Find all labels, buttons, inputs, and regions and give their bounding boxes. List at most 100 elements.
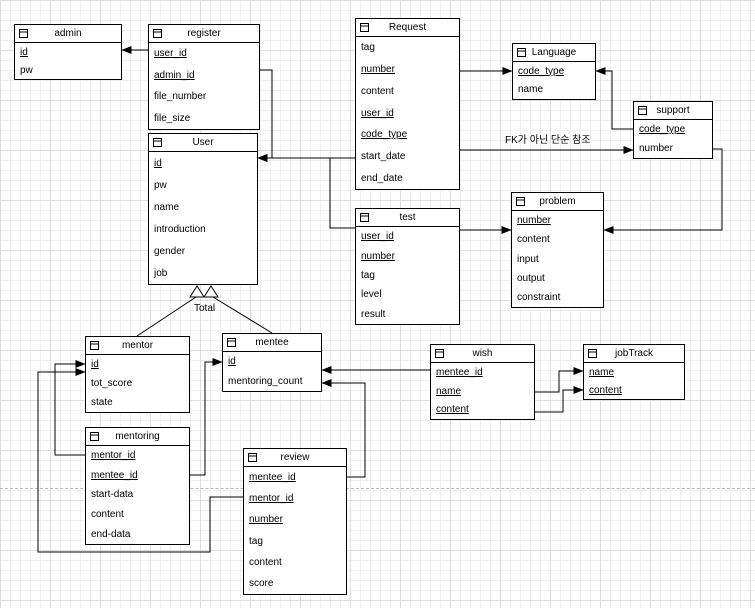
entity-User[interactable]: User id pw name introduction gender job: [148, 133, 258, 285]
annotation-fk-note[interactable]: FK가 아닌 단순 참조: [505, 135, 591, 146]
field-review-content[interactable]: content: [249, 556, 282, 568]
entity-header-jobTrack[interactable]: jobTrack: [584, 345, 684, 363]
field-review-mentor_id[interactable]: mentor_id: [249, 493, 294, 505]
field-review-score[interactable]: score: [249, 577, 274, 589]
entity-mentee[interactable]: mentee id mentoring_count: [222, 333, 322, 392]
connector-review-mentor[interactable]: [37, 368, 243, 553]
field-test-number[interactable]: number: [361, 250, 395, 262]
field-problem-content[interactable]: content: [517, 234, 550, 246]
field-test-level[interactable]: level: [361, 289, 382, 301]
entity-problem[interactable]: problem number content input output constrain…: [511, 192, 604, 308]
field-jobTrack-content[interactable]: content: [589, 384, 622, 396]
field-Language-code_type[interactable]: code_type: [518, 65, 565, 77]
inheritance-mentee-triangle[interactable]: [203, 285, 219, 298]
field-User-id[interactable]: id: [154, 157, 162, 169]
field-mentor-tot_score[interactable]: tot_score: [91, 378, 133, 389]
connector-mentoring-mentee[interactable]: [190, 358, 223, 476]
connector-register-user[interactable]: [257, 69, 273, 162]
field-User-introduction[interactable]: introduction: [154, 223, 206, 235]
annotation-total-label[interactable]: Total: [194, 303, 216, 314]
field-Request-end_date[interactable]: end_date: [361, 172, 403, 184]
field-test-result[interactable]: result: [361, 308, 386, 320]
field-review-tag[interactable]: tag: [249, 535, 263, 547]
field-mentor-state[interactable]: state: [91, 397, 113, 408]
entity-header-problem[interactable]: problem: [512, 193, 603, 211]
field-problem-constraint[interactable]: constraint: [517, 291, 561, 303]
field-Request-user_id[interactable]: user_id: [361, 107, 394, 119]
field-test-user_id[interactable]: user_id: [361, 231, 394, 243]
entity-register[interactable]: register user_id admin_id file_number file_s…: [148, 24, 260, 130]
field-admin-id[interactable]: id: [20, 46, 28, 58]
entity-header-mentee[interactable]: mentee: [223, 334, 321, 352]
entity-header-wish[interactable]: wish: [431, 345, 534, 363]
inheritance-line-mentee-to-user[interactable]: [212, 296, 273, 334]
inheritance-mentor-triangle[interactable]: [189, 285, 205, 298]
field-User-name[interactable]: name: [154, 201, 180, 213]
field-Request-start_date[interactable]: start_date: [361, 150, 406, 162]
field-support-code_type[interactable]: code_type: [639, 124, 686, 135]
field-mentoring-mentor_id[interactable]: mentor_id: [91, 450, 136, 462]
entity-header-Language[interactable]: Language: [513, 44, 595, 62]
field-Request-content[interactable]: content: [361, 85, 394, 97]
field-wish-content[interactable]: content: [436, 404, 469, 416]
entity-header-admin[interactable]: admin: [15, 25, 121, 43]
entity-header-test[interactable]: test: [356, 209, 459, 227]
field-User-pw[interactable]: pw: [154, 179, 167, 191]
field-problem-number[interactable]: number: [517, 215, 551, 227]
connector-review-mentee[interactable]: [321, 379, 366, 478]
entity-header-register[interactable]: register: [149, 25, 259, 43]
field-register-file_number[interactable]: file_number: [154, 91, 207, 103]
entity-header-mentoring[interactable]: mentoring: [86, 428, 189, 446]
field-jobTrack-name[interactable]: name: [589, 366, 615, 378]
field-support-number[interactable]: number: [639, 143, 673, 154]
field-problem-output[interactable]: output: [517, 272, 545, 284]
field-test-tag[interactable]: tag: [361, 270, 375, 282]
field-mentoring-mentee_id[interactable]: mentee_id: [91, 469, 138, 481]
field-register-admin_id[interactable]: admin_id: [154, 69, 195, 81]
field-mentee-mentoring_count[interactable]: mentoring_count: [228, 375, 303, 387]
field-Request-number[interactable]: number: [361, 64, 395, 76]
field-wish-name[interactable]: name: [436, 385, 462, 397]
field-mentoring-start-data[interactable]: start-data: [91, 489, 134, 501]
table-icon: [360, 23, 369, 32]
field-Language-name[interactable]: name: [518, 84, 544, 96]
entity-header-Request[interactable]: Request: [356, 19, 459, 37]
field-mentoring-content[interactable]: content: [91, 509, 124, 521]
connector-wish-jobtrack-content[interactable]: [535, 386, 584, 413]
connector-wish-jobtrack-name[interactable]: [535, 367, 584, 393]
field-User-job[interactable]: job: [154, 267, 168, 279]
field-problem-input[interactable]: input: [517, 253, 539, 265]
field-mentoring-end-data[interactable]: end-data: [91, 528, 131, 540]
field-review-mentee_id[interactable]: mentee_id: [249, 472, 296, 484]
connector-support-language[interactable]: [595, 67, 633, 130]
connector-mentoring-mentor[interactable]: [54, 360, 86, 456]
field-review-number[interactable]: number: [249, 514, 283, 526]
field-User-gender[interactable]: gender: [154, 245, 186, 257]
field-register-file_size[interactable]: file_size: [154, 112, 191, 124]
inheritance-line-mentor-to-user[interactable]: [136, 296, 197, 337]
entity-admin[interactable]: admin id pw: [14, 24, 122, 80]
field-mentee-id[interactable]: id: [228, 356, 236, 368]
connector-test-user[interactable]: [257, 154, 355, 229]
field-register-user_id[interactable]: user_id: [154, 48, 187, 60]
field-admin-pw[interactable]: pw: [20, 64, 33, 76]
field-Request-tag[interactable]: tag: [361, 42, 375, 54]
entity-fields: tag number content user_id code_type start_da…: [356, 37, 459, 189]
field-wish-mentee_id[interactable]: mentee_id: [436, 366, 483, 378]
entity-jobTrack[interactable]: jobTrack name content: [583, 344, 685, 400]
field-Request-code_type[interactable]: code_type: [361, 129, 408, 141]
connector-support-problem[interactable]: [603, 148, 723, 234]
field-mentor-id[interactable]: id: [91, 359, 99, 370]
entity-header-review[interactable]: review: [244, 449, 346, 467]
entity-header-support[interactable]: support: [634, 102, 712, 120]
entity-header-mentor[interactable]: mentor: [86, 337, 189, 355]
entity-mentoring[interactable]: mentoring mentor_id mentee_id start-data con…: [85, 427, 190, 545]
entity-header-User[interactable]: User: [149, 134, 257, 152]
